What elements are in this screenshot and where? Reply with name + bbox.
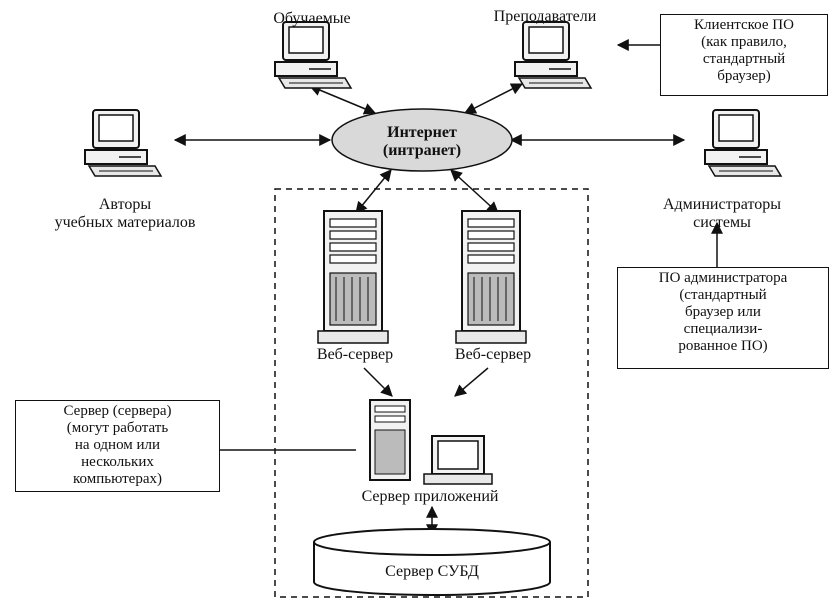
admins-computer-icon xyxy=(704,109,782,177)
web-server-2-label: Веб-сервер xyxy=(454,346,532,363)
students-label: Обучаемые xyxy=(273,10,351,27)
teachers-computer-icon xyxy=(514,21,592,89)
teachers-internet-arrow xyxy=(463,83,524,114)
server-zone-boundary xyxy=(274,188,589,598)
web-server-2-icon xyxy=(455,210,527,344)
dbms-cylinder xyxy=(313,528,551,596)
web-server-1-icon xyxy=(317,210,389,344)
students-computer-icon xyxy=(274,21,352,89)
app-server-icon xyxy=(369,399,493,485)
client-software-note: Клиентское ПО (как правило, стандартный … xyxy=(660,14,828,96)
web-server-1-label: Веб-сервер xyxy=(316,346,394,363)
servers-note: Сервер (сервера) (могут работать на одно… xyxy=(15,400,220,492)
internet-label: Интернет(интранет) xyxy=(382,124,462,159)
authors-computer-icon xyxy=(84,109,162,177)
internet-webserver2-arrow xyxy=(450,169,499,214)
dbms-server-label: Сервер СУБД xyxy=(385,563,479,580)
internet-webserver1-arrow xyxy=(355,169,392,214)
internet-cloud xyxy=(331,108,513,172)
webserver2-app-arrow xyxy=(454,367,489,397)
students-internet-arrow xyxy=(308,84,377,115)
connectors xyxy=(173,39,723,537)
admin-software-note: ПО администратора (стандартный браузер и… xyxy=(617,267,829,369)
app-server-label: Сервер приложений xyxy=(361,488,499,505)
teachers-label: Преподаватели xyxy=(493,8,597,25)
webserver1-app-arrow xyxy=(363,367,393,397)
